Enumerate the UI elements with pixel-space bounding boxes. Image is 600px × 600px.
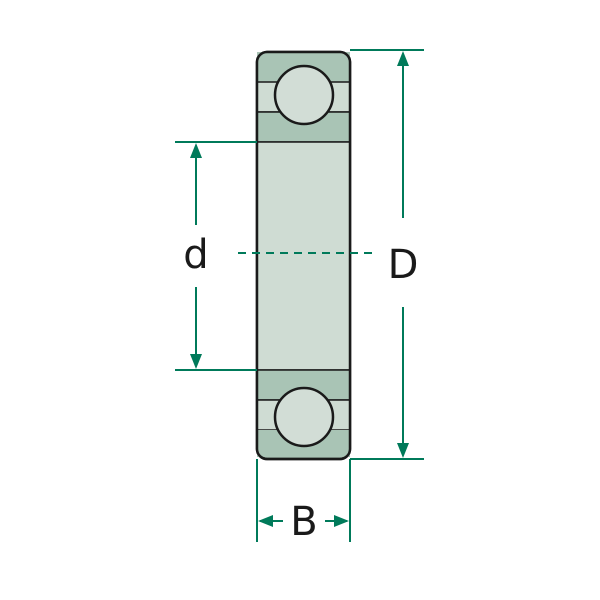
bearing-outline	[255, 50, 352, 461]
bottom-ball	[273, 386, 335, 448]
top-ring-section	[256, 52, 351, 143]
bore-label: d	[183, 232, 208, 278]
outer-diameter-dimension: D	[350, 49, 424, 460]
width-dimension: B	[256, 459, 351, 545]
width-label: B	[290, 499, 317, 545]
bearing-cross-section	[255, 50, 352, 461]
bore-dimension: d	[175, 141, 257, 371]
bore-arrow-top	[190, 143, 202, 158]
outer-diameter-label: D	[388, 242, 419, 288]
width-arrow-right	[334, 515, 349, 527]
bore-arrow-bottom	[190, 354, 202, 369]
outer-arrow-bottom	[397, 443, 409, 458]
outer-arrow-top	[397, 51, 409, 66]
top-ball	[273, 64, 335, 126]
bottom-ring-section	[256, 369, 351, 457]
width-arrow-left	[258, 515, 273, 527]
bore-region	[256, 141, 351, 371]
